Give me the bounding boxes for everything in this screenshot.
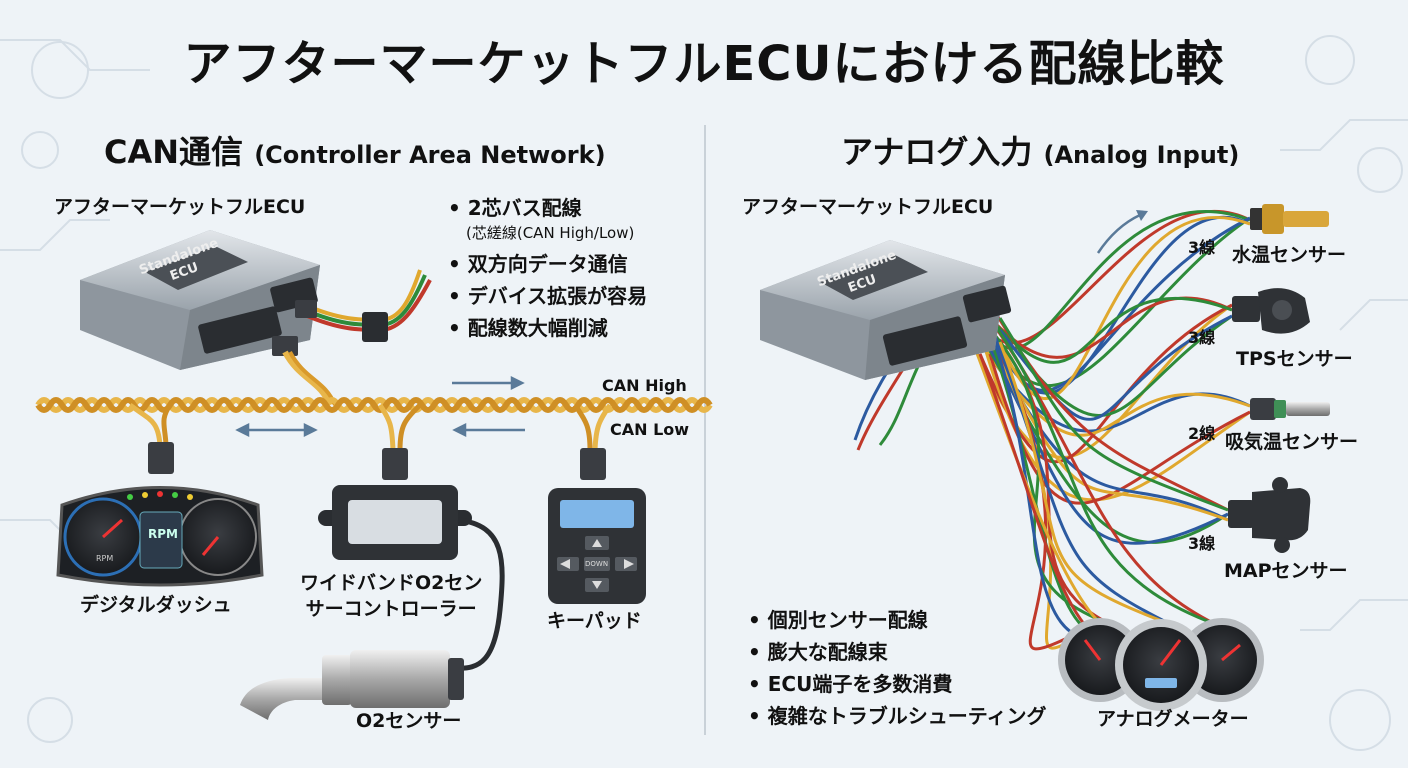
- keypad-down-key: DOWN: [585, 560, 609, 568]
- map-sensor: [1228, 477, 1311, 553]
- digital-dash-device: [56, 486, 264, 587]
- can-bullet-4-text: 配線数大幅削減: [467, 316, 608, 340]
- harness-wire: [988, 317, 1216, 626]
- analog-ecu-label: アフターマーケットフルECU: [742, 196, 994, 218]
- can-bullet-1: • 2芯バス配線: [448, 196, 582, 220]
- can-bullet-2-text: 双方向データ通信: [467, 252, 628, 276]
- can-drop-connectors: [148, 442, 606, 480]
- analog-wire-harness: [853, 209, 1251, 652]
- dash-label: デジタルダッシュ: [80, 594, 232, 616]
- tps-sensor: [1232, 288, 1310, 334]
- o2-sensor-device: [240, 650, 464, 720]
- coolant-sensor-label: 水温センサー: [1232, 244, 1347, 266]
- can-bullet-1-sub: (芯縒線(CAN High/Low): [466, 224, 635, 242]
- can-pigtail-plug: [362, 312, 388, 342]
- can-ecu-label: アフターマーケットフルECU: [54, 196, 306, 218]
- wideband-controller-device: [318, 485, 472, 560]
- harness-wire: [998, 215, 1251, 401]
- iat-sensor-label: 吸気温センサー: [1225, 431, 1359, 453]
- can-bullet-3-text: デバイス拡張が容易: [467, 284, 648, 308]
- tps-wire-count: 3線: [1188, 328, 1216, 347]
- intake-air-temp-sensor: [1250, 398, 1330, 420]
- keypad-device: [548, 488, 646, 604]
- coolant-temp-sensor: [1250, 204, 1329, 234]
- iat-wire-count: 2線: [1188, 424, 1216, 443]
- harness-wire: [988, 296, 1233, 364]
- analog-meters-label: アナログメーター: [1097, 708, 1249, 730]
- bus-direction-arrows: [235, 375, 525, 438]
- can-bullet-1-text: 2芯バス配線: [467, 196, 582, 220]
- analog-bullet-3: ECU端子を多数消費: [748, 668, 1047, 700]
- can-ecu-unit: [80, 230, 320, 370]
- analog-bullet-4: 複雑なトラブルシューティング: [748, 700, 1047, 732]
- analog-ecu-unit: [760, 240, 1012, 380]
- harness-wire: [993, 215, 1251, 395]
- analog-heading: アナログ入力 (Analog Input): [841, 136, 1239, 168]
- analog-bullet-1: 個別センサー配線: [748, 604, 1047, 636]
- analog-heading-main: アナログ入力: [841, 133, 1033, 171]
- can-bus-twisted-pair: [35, 397, 713, 413]
- harness-wire: [998, 317, 1229, 512]
- analog-bullets: 個別センサー配線 膨大な配線束 ECU端子を多数消費 複雑なトラブルシューティン…: [748, 604, 1047, 732]
- can-device-drops: [128, 402, 613, 451]
- o2-sensor-label: O2センサー: [356, 710, 462, 732]
- can-low-label: CAN Low: [610, 420, 690, 439]
- background-circuit: [0, 35, 1408, 751]
- can-heading-main: CAN通信: [104, 133, 244, 171]
- harness-wire: [978, 329, 1229, 545]
- can-bullet-2: • 双方向データ通信: [448, 252, 628, 276]
- can-heading-en: (Controller Area Network): [254, 141, 606, 169]
- dash-rpm-small: RPM: [96, 554, 114, 563]
- wideband-label-line1: ワイドバンドO2セン: [300, 572, 483, 594]
- wideband-label: ワイドバンドO2セン サーコントローラー: [300, 570, 482, 622]
- map-sensor-label: MAPセンサー: [1224, 560, 1348, 582]
- can-high-label: CAN High: [602, 376, 687, 395]
- map-wire-count: 3線: [1188, 534, 1216, 553]
- keypad-label: キーパッド: [547, 610, 642, 632]
- analog-heading-en: (Analog Input): [1043, 141, 1240, 169]
- harness-wire: [988, 341, 1229, 522]
- analog-gauges: [1058, 618, 1264, 711]
- tps-sensor-label: TPSセンサー: [1236, 348, 1353, 370]
- wideband-label-line2: サーコントローラー: [305, 598, 477, 620]
- coolant-wire-count: 3線: [1188, 238, 1216, 257]
- harness-wire: [978, 341, 1251, 437]
- page-title: アフターマーケットフルECUにおける配線比較: [183, 36, 1225, 92]
- analog-bullet-2: 膨大な配線束: [748, 636, 1047, 668]
- can-bullet-4: • 配線数大幅削減: [448, 316, 608, 340]
- dash-rpm-readout: RPM: [148, 527, 178, 541]
- harness-wire: [998, 341, 1171, 626]
- can-heading: CAN通信 (Controller Area Network): [104, 136, 606, 168]
- can-bullet-3: • デバイス拡張が容易: [448, 284, 648, 308]
